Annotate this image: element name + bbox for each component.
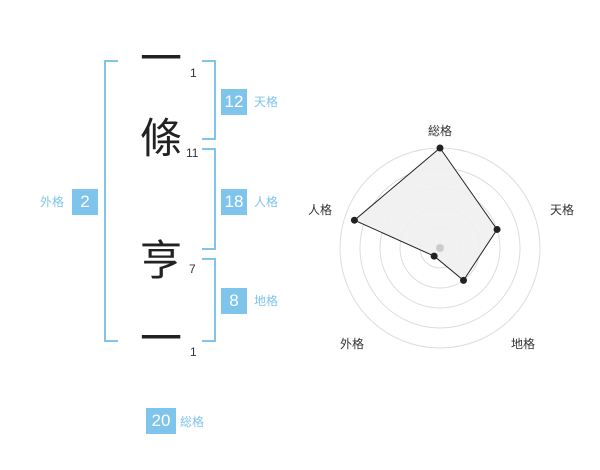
radar-label-gaikaku: 外格 (340, 337, 365, 351)
jinkaku-bracket (202, 148, 216, 250)
name-char-2: 條 (139, 114, 182, 163)
radar-center-dot (436, 244, 444, 252)
radar-label-chikaku: 地格 (511, 337, 536, 351)
name-char-4: 一 (139, 314, 182, 363)
gaikaku-bracket (104, 60, 118, 342)
soukaku-label: 総格 (180, 415, 205, 429)
stroke-count-3: 7 (189, 262, 196, 276)
chikaku-value: 8 (221, 288, 247, 314)
name-char-3: 亨 (139, 236, 182, 285)
gaikaku-value: 2 (72, 189, 98, 215)
radar-points (350, 144, 501, 284)
stroke-count-2: 11 (186, 146, 199, 160)
soukaku-value: 20 (146, 408, 176, 434)
tenkaku-bracket (202, 60, 216, 140)
name-char-1: 一 (139, 34, 182, 83)
radar-point-3 (430, 252, 438, 260)
radar-point-2 (460, 276, 468, 284)
tenkaku-value: 12 (221, 89, 247, 115)
radar-point-1 (493, 225, 501, 233)
radar-point-4 (350, 216, 358, 224)
stroke-count-1: 1 (190, 66, 197, 80)
stroke-count-4: 1 (190, 345, 197, 359)
tenkaku-label: 天格 (254, 95, 279, 109)
radar-label-tenkaku: 天格 (550, 203, 575, 217)
gaikaku-label: 外格 (40, 195, 65, 209)
chikaku-label: 地格 (254, 294, 279, 308)
jinkaku-label: 人格 (254, 195, 279, 209)
radar-area (353, 147, 498, 282)
jinkaku-value: 18 (221, 189, 247, 215)
chikaku-bracket (202, 258, 216, 342)
radar-label-soukaku: 総格 (428, 124, 453, 138)
radar-point-0 (436, 144, 444, 152)
radar-label-jinkaku: 人格 (308, 203, 333, 217)
